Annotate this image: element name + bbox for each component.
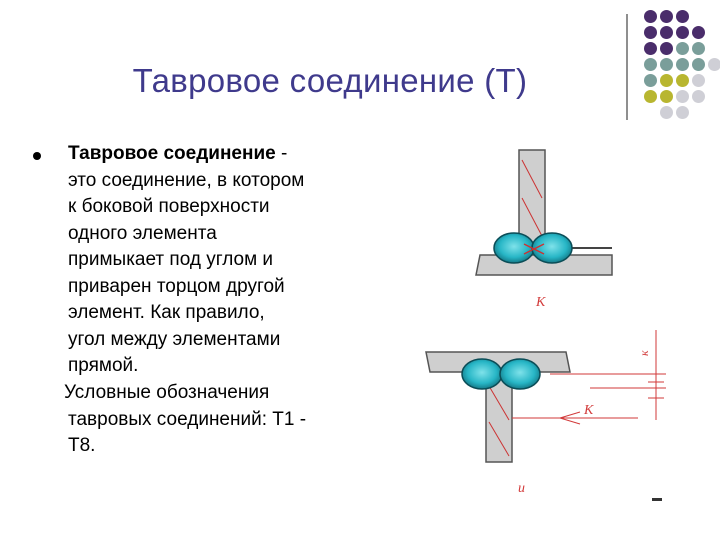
definition-line: одного элемента: [68, 222, 217, 244]
lower-tee-joint: К к u: [425, 330, 666, 501]
decor-dot: [644, 58, 657, 71]
designation-note: Условные обозначения тавровых соединений…: [64, 380, 368, 460]
decor-dot: [676, 42, 689, 55]
definition-dash: -: [275, 143, 288, 164]
note-line: Т8.: [68, 435, 96, 456]
upper-k-label: К: [535, 295, 546, 310]
decor-dot: [692, 42, 705, 55]
decor-dot: [708, 58, 720, 71]
dimension-line: [559, 417, 581, 425]
decor-dot: [692, 74, 705, 87]
lower-right-weld: [499, 358, 541, 390]
upper-right-weld: [531, 232, 573, 264]
decor-dot: [644, 26, 657, 39]
upper-left-weld: [493, 232, 535, 264]
definition-line: это соединение, в котором: [68, 169, 305, 191]
hatch-line: [521, 197, 543, 237]
bullet-point: [33, 152, 41, 160]
tee-joint-drawings: К К к u: [425, 149, 666, 501]
decor-dot: [660, 106, 673, 119]
lower-left-weld: [461, 358, 503, 390]
definition-line: к боковой поверхности: [68, 196, 270, 217]
dimension-line: [559, 411, 581, 419]
definition-line: угол между элементами: [68, 328, 281, 350]
decorative-dot-grid: [638, 10, 720, 120]
definition-line: примыкает под углом и: [68, 249, 274, 270]
definition-line: приварен торцом другой: [68, 275, 285, 297]
weld-root-mark: [523, 243, 545, 255]
decor-dot: [644, 42, 657, 55]
definition-term: Тавровое соединение: [68, 143, 276, 164]
hatch-line: [488, 421, 510, 457]
upper-tee-joint: К: [475, 149, 613, 310]
decor-dot: [676, 74, 689, 87]
decor-dot: [660, 42, 673, 55]
decor-dot: [676, 26, 689, 39]
decor-dot: [692, 90, 705, 103]
decor-dot: [660, 10, 673, 23]
hatch-line: [488, 385, 510, 421]
hatch-line: [521, 159, 543, 199]
decor-dot: [676, 90, 689, 103]
decor-dot: [692, 58, 705, 71]
decor-dot: [644, 10, 657, 23]
decor-dot: [660, 26, 673, 39]
decor-dot: [676, 58, 689, 71]
definition-text: Тавровое соединение - это соединение, в …: [68, 141, 368, 380]
decor-dot: [692, 26, 705, 39]
decor-dot: [676, 10, 689, 23]
decor-dot: [644, 74, 657, 87]
definition-line: Тавровое соединение -: [68, 141, 368, 168]
lower-small-k-label: к: [637, 350, 651, 356]
lower-web-plate: [485, 375, 513, 463]
decor-dot: [660, 74, 673, 87]
note-line: Условные обозначения: [64, 382, 270, 403]
decor-dot: [644, 90, 657, 103]
lower-right-k-label: К: [583, 403, 594, 418]
definition-line: прямой.: [68, 355, 139, 376]
lower-bottom-label: u: [518, 481, 525, 496]
slide-title: Тавровое соединение (Т): [132, 62, 528, 99]
decor-dot: [676, 106, 689, 119]
decor-dot: [660, 90, 673, 103]
decor-dot: [660, 58, 673, 71]
definition-line: элемент. Как правило,: [68, 302, 265, 323]
divider-line: [626, 14, 628, 120]
note-line: тавровых соединений: Т1 -: [68, 408, 307, 430]
scan-mark: [652, 498, 662, 501]
